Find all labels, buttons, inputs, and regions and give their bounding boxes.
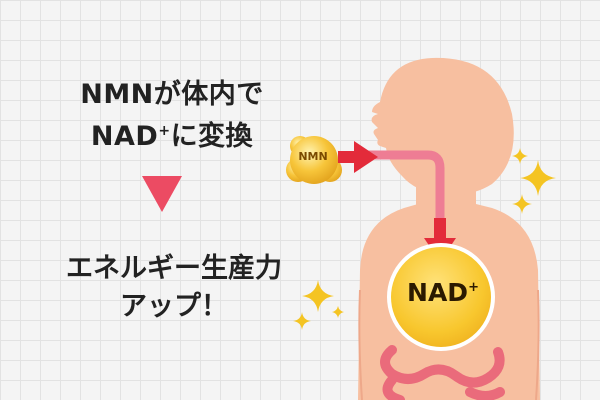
nmn-label: NMN — [298, 150, 328, 163]
headline-line-1: NMNが体内で — [80, 79, 264, 110]
result-line-1: エネルギー生産力 — [66, 253, 282, 284]
nad-label: NAD+ — [388, 278, 498, 307]
nad-plus: + — [468, 280, 479, 295]
result-text: エネルギー生産力 アップ！ — [18, 250, 330, 326]
nad-text: NAD — [407, 278, 469, 307]
digestive-tract — [366, 150, 445, 238]
triangle-down-icon — [142, 176, 182, 212]
headline-convert: に変換 — [170, 121, 254, 152]
headline-line-2: NAD+に変換 — [22, 113, 322, 155]
headline-plus: + — [158, 123, 171, 139]
nmn-molecule-icon — [286, 136, 342, 184]
headline-nad: NAD — [90, 121, 159, 152]
intestine — [380, 345, 505, 400]
headline: NMNが体内で NAD+に変換 — [22, 76, 322, 155]
mouth-arrow — [338, 141, 378, 173]
sparkle-icon — [293, 148, 556, 330]
result-line-2: アップ！ — [120, 291, 228, 322]
nad-circle — [387, 243, 495, 351]
